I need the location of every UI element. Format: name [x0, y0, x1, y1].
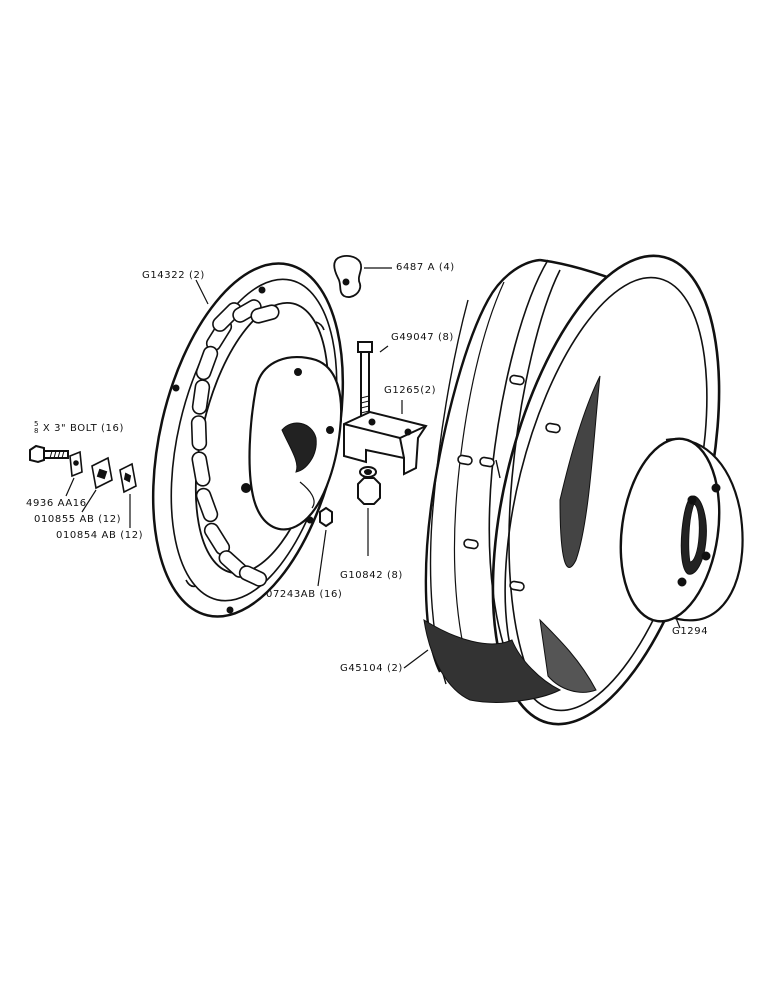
wheel-center-disc [151, 262, 345, 618]
washer-a [65, 450, 83, 497]
label-g10842: G10842 (8) [340, 570, 403, 581]
label-010855ab: 010855 AB (12) [34, 514, 122, 525]
label-g1294: G1294 [672, 626, 709, 637]
label-010854ab: 010854 AB (12) [56, 530, 144, 541]
label-4936aa16: 4936 AA16 [26, 498, 87, 509]
clamp-part [333, 255, 392, 298]
small-nut [317, 506, 333, 587]
hub-cap [619, 437, 744, 629]
short-bolt [29, 444, 69, 464]
label-g1265: G1265(2) [384, 385, 437, 396]
block-part [343, 400, 428, 476]
label-07243ab: 07243AB (16) [266, 589, 343, 600]
label-g14322: G14322 (2) [142, 270, 205, 281]
washer-c [119, 462, 137, 528]
label-g45104: G45104 (2) [340, 663, 403, 674]
large-nut [357, 466, 381, 556]
washer-b [81, 456, 113, 513]
label-g49047: G49047 (8) [391, 332, 454, 343]
label-6487a: 6487 A (4) [396, 262, 455, 273]
